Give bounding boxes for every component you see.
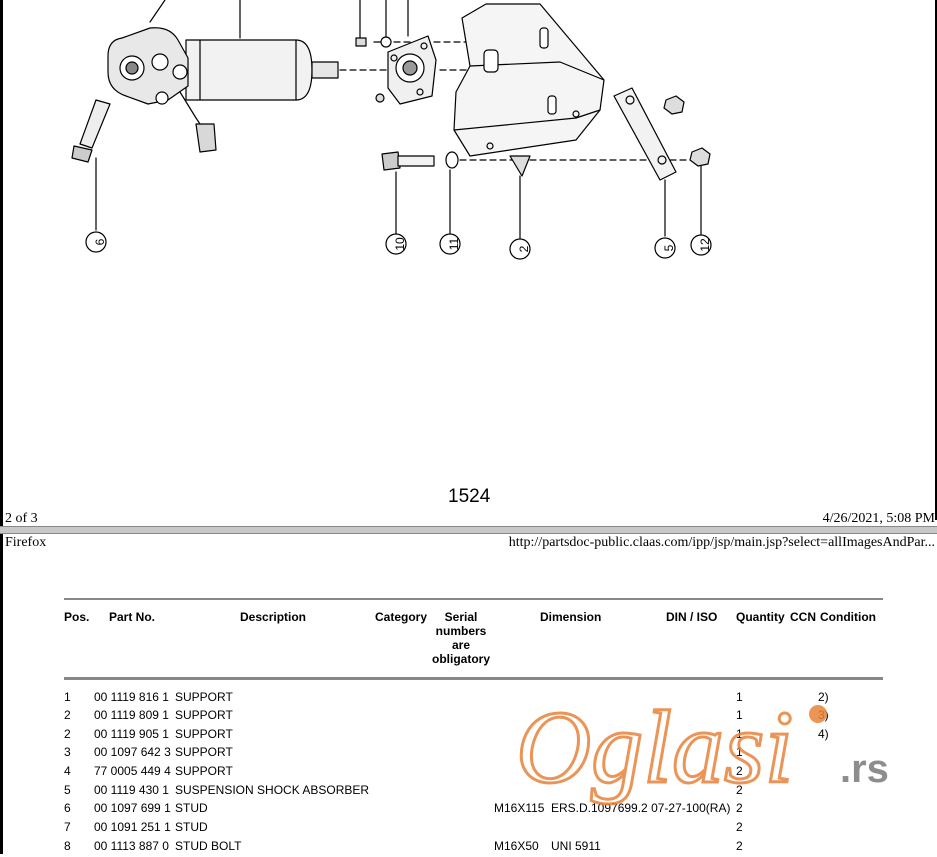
cell-pos: 5	[64, 783, 71, 797]
cell-description: SUPPORT	[175, 708, 233, 722]
cell-quantity: 2	[736, 801, 743, 815]
table-row: 7 00 1091 251 1 STUD 2	[0, 820, 937, 838]
page-number: 1524	[448, 486, 491, 507]
table-top-rule	[64, 598, 883, 600]
column-header-ccn: CCN	[790, 610, 816, 624]
cell-quantity: 1	[736, 727, 743, 741]
callout-10: 10	[393, 237, 407, 251]
cell-part-no: 77 0005 449 4	[94, 764, 171, 778]
page-separator	[0, 526, 937, 534]
callout-6: 6	[93, 238, 107, 245]
cell-quantity: 2	[736, 839, 743, 853]
cell-din-iso: UNI 5911	[551, 839, 601, 853]
cell-pos: 2	[64, 708, 71, 722]
column-header-serial-line-1: Serial	[444, 610, 478, 624]
page-right-border	[935, 0, 937, 520]
cell-dimension: M16X115	[494, 801, 545, 815]
cell-part-no: 00 1113 887 0	[94, 839, 169, 853]
cell-pos: 4	[64, 764, 71, 778]
table-row: 8 00 1113 887 0 STUD BOLT M16X50 UNI 591…	[0, 839, 937, 857]
cell-quantity: 2	[736, 783, 743, 797]
parts-diagram: 6 10 11 2 5 12	[71, 0, 712, 260]
cell-description: SUPPORT	[175, 727, 233, 741]
table-row: 5 00 1119 430 1 SUSPENSION SHOCK ABSORBE…	[0, 783, 937, 801]
table-row: 3 00 1097 642 3 SUPPORT 1	[0, 745, 937, 763]
column-header-category: Category	[375, 610, 428, 624]
cell-quantity: 1	[736, 745, 743, 759]
column-header-serial-line-2: numbers	[435, 624, 487, 638]
cell-pos: 3	[64, 745, 71, 759]
table-row: 1 00 1119 816 1 SUPPORT 1 2)	[0, 690, 937, 708]
cell-description: SUPPORT	[175, 690, 233, 704]
cell-pos: 8	[64, 839, 71, 853]
column-header-dimension: Dimension	[540, 610, 602, 624]
callout-5: 5	[662, 244, 676, 251]
cell-condition: 2)	[818, 690, 829, 704]
column-header-pos: Pos.	[64, 610, 90, 624]
cell-description: SUPPORT	[175, 745, 233, 759]
cell-quantity: 1	[736, 708, 743, 722]
page-left-border	[0, 0, 3, 854]
table-row: 2 00 1119 809 1 SUPPORT 1 3)	[0, 708, 937, 726]
table-header-rule	[64, 677, 883, 680]
column-header-part-no: Part No.	[109, 610, 156, 624]
cell-pos: 7	[64, 820, 71, 834]
cell-pos: 1	[64, 690, 71, 704]
column-header-serial: Serial numbers are obligatory	[430, 610, 492, 666]
column-header-quantity: Quantity	[736, 610, 785, 624]
cell-part-no: 00 1097 699 1	[94, 801, 171, 815]
print-footer-timestamp: 4/26/2021, 5:08 PM	[822, 511, 935, 526]
cell-description: SUPPORT	[175, 764, 233, 778]
cell-dimension: M16X50	[494, 839, 539, 853]
cell-description: STUD	[175, 820, 208, 834]
cell-condition: 4)	[818, 727, 829, 741]
cell-part-no: 00 1091 251 1	[94, 820, 171, 834]
callout-11: 11	[447, 237, 461, 250]
column-header-serial-line-4: obligatory	[431, 652, 490, 666]
cell-pos: 2	[64, 727, 71, 741]
cell-pos: 6	[64, 801, 71, 815]
cell-part-no: 00 1119 816 1	[94, 690, 169, 704]
cell-part-no: 00 1119 809 1	[94, 708, 169, 722]
cell-part-no: 00 1119 430 1	[94, 783, 169, 797]
cell-part-no: 00 1097 642 3	[94, 745, 171, 759]
column-header-condition: Condition	[820, 610, 876, 624]
cell-quantity: 2	[736, 764, 743, 778]
callout-2: 2	[517, 245, 531, 252]
cell-condition: 3)	[818, 708, 829, 722]
column-header-description: Description	[240, 610, 307, 624]
print-header-browser: Firefox	[5, 535, 47, 550]
cell-part-no: 00 1119 905 1	[94, 727, 169, 741]
cell-din-iso: ERS.D.1097699.2 07-27-100(RA)	[551, 801, 731, 815]
table-row: 4 77 0005 449 4 SUPPORT 2	[0, 764, 937, 782]
cell-description: STUD	[175, 801, 208, 815]
callout-12: 12	[698, 238, 712, 252]
print-footer-page-count: 2 of 3	[5, 511, 38, 526]
cell-description: STUD BOLT	[175, 839, 242, 853]
column-header-din-iso: DIN / ISO	[666, 610, 718, 624]
column-header-serial-line-3: are	[451, 638, 471, 652]
cell-quantity: 2	[736, 820, 743, 834]
table-row: 2 00 1119 905 1 SUPPORT 1 4)	[0, 727, 937, 745]
print-header-url: http://partsdoc-public.claas.com/ipp/jsp…	[508, 535, 935, 550]
cell-quantity: 1	[736, 690, 743, 704]
cell-description: SUSPENSION SHOCK ABSORBER	[175, 783, 370, 797]
table-row: 6 00 1097 699 1 STUD M16X115 ERS.D.10976…	[0, 801, 937, 819]
